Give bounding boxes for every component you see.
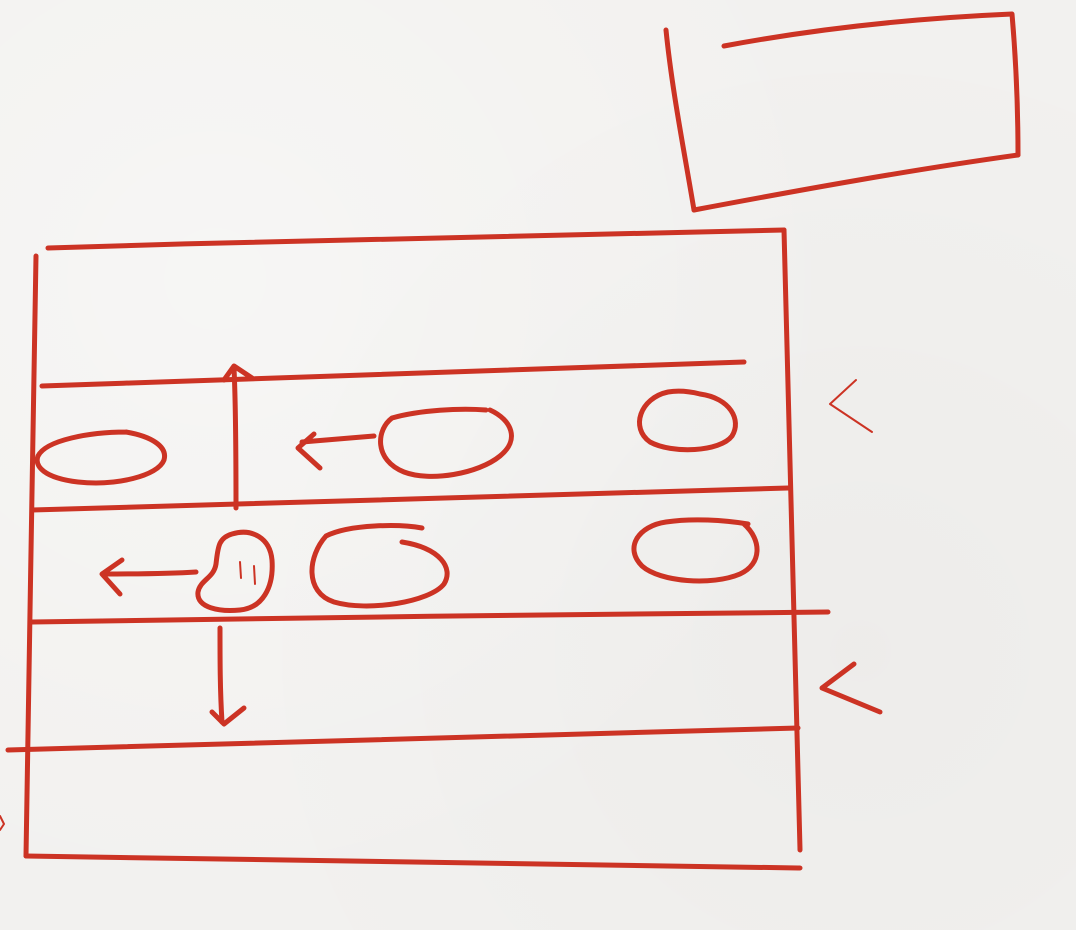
lane-divider-4 (5, 725, 801, 753)
chevron-left-lower (819, 661, 883, 715)
oval-5 (631, 517, 760, 584)
lane-divider-1 (39, 359, 747, 389)
oval-4 (309, 523, 450, 609)
top-right-box (663, 11, 1021, 213)
side-markers (819, 379, 883, 715)
oval-2 (378, 406, 514, 479)
oval-1 (34, 429, 167, 486)
arrow-up (221, 363, 255, 511)
player-character (195, 529, 275, 613)
movement-arrows (99, 363, 377, 727)
lane-divider-3 (29, 609, 831, 625)
player-eye-left (239, 561, 242, 579)
chevron-left-upper (829, 379, 873, 433)
arrow-down (209, 625, 247, 727)
player-eye-right (253, 565, 256, 585)
main-board (23, 227, 803, 871)
lane-divider-2 (29, 485, 791, 513)
arrow-left-lane2 (295, 431, 377, 471)
oval-obstacles (34, 388, 760, 609)
oval-3 (637, 388, 738, 453)
arrow-left-lane3 (99, 557, 199, 597)
lane-dividers (5, 359, 831, 753)
edge-mark (0, 815, 5, 831)
